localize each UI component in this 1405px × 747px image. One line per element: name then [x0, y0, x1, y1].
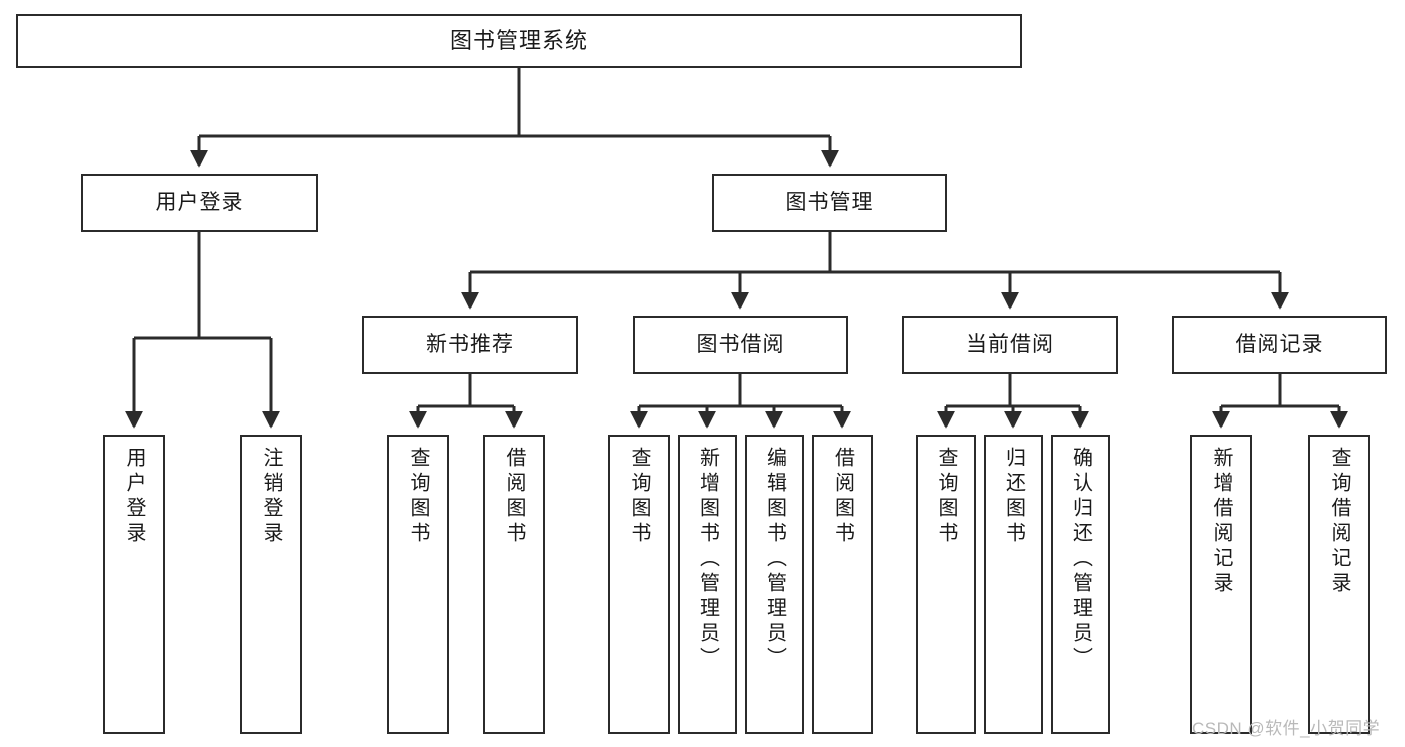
node-book-manage-label: 图书管理 [785, 190, 874, 214]
node-leaf-query-book-1-label: 查询图书 [407, 447, 429, 547]
node-current-borrow-label: 当前借阅 [966, 332, 1054, 356]
node-leaf-user-login-label: 用户登录 [123, 447, 145, 547]
node-leaf-edit-book[interactable]: 编辑图书（管理员） [745, 435, 804, 734]
node-leaf-query-record[interactable]: 查询借阅记录 [1308, 435, 1370, 734]
node-leaf-add-record[interactable]: 新增借阅记录 [1190, 435, 1252, 734]
node-new-book-rec-label: 新书推荐 [426, 332, 514, 356]
node-leaf-edit-book-label: 编辑图书（管理员） [763, 447, 786, 672]
node-leaf-query-book-3-label: 查询图书 [935, 447, 957, 547]
node-leaf-add-book-label: 新增图书（管理员） [696, 447, 719, 672]
node-book-manage[interactable]: 图书管理 [712, 174, 947, 232]
node-book-borrow-label: 图书借阅 [696, 332, 785, 356]
node-leaf-query-book-2-label: 查询图书 [628, 447, 650, 547]
node-leaf-query-book-1[interactable]: 查询图书 [387, 435, 449, 734]
node-leaf-user-login[interactable]: 用户登录 [103, 435, 165, 734]
watermark-text: CSDN @软件_小贺同学 [1192, 719, 1381, 738]
node-leaf-query-book-2[interactable]: 查询图书 [608, 435, 670, 734]
node-root-label: 图书管理系统 [449, 28, 588, 54]
node-new-book-rec[interactable]: 新书推荐 [362, 316, 578, 374]
node-leaf-borrow-book-2-label: 借阅图书 [831, 447, 854, 547]
node-leaf-borrow-book-2[interactable]: 借阅图书 [812, 435, 873, 734]
node-user-login[interactable]: 用户登录 [81, 174, 318, 232]
node-leaf-query-book-3[interactable]: 查询图书 [916, 435, 976, 734]
node-user-login-label: 用户登录 [155, 190, 244, 214]
node-leaf-confirm-return-label: 确认归还（管理员） [1069, 447, 1092, 672]
node-book-borrow[interactable]: 图书借阅 [633, 316, 848, 374]
node-leaf-return-book[interactable]: 归还图书 [984, 435, 1043, 734]
node-leaf-add-book[interactable]: 新增图书（管理员） [678, 435, 737, 734]
node-leaf-logout-label: 注销登录 [260, 447, 282, 547]
node-leaf-borrow-book-1-label: 借阅图书 [503, 447, 525, 547]
node-leaf-borrow-book-1[interactable]: 借阅图书 [483, 435, 545, 734]
node-leaf-confirm-return[interactable]: 确认归还（管理员） [1051, 435, 1110, 734]
node-root[interactable]: 图书管理系统 [16, 14, 1022, 68]
node-leaf-return-book-label: 归还图书 [1002, 447, 1025, 547]
node-current-borrow[interactable]: 当前借阅 [902, 316, 1118, 374]
node-leaf-logout[interactable]: 注销登录 [240, 435, 302, 734]
node-leaf-add-record-label: 新增借阅记录 [1210, 447, 1232, 597]
node-borrow-record-label: 借阅记录 [1235, 332, 1324, 356]
node-leaf-query-record-label: 查询借阅记录 [1328, 447, 1350, 597]
node-borrow-record[interactable]: 借阅记录 [1172, 316, 1387, 374]
